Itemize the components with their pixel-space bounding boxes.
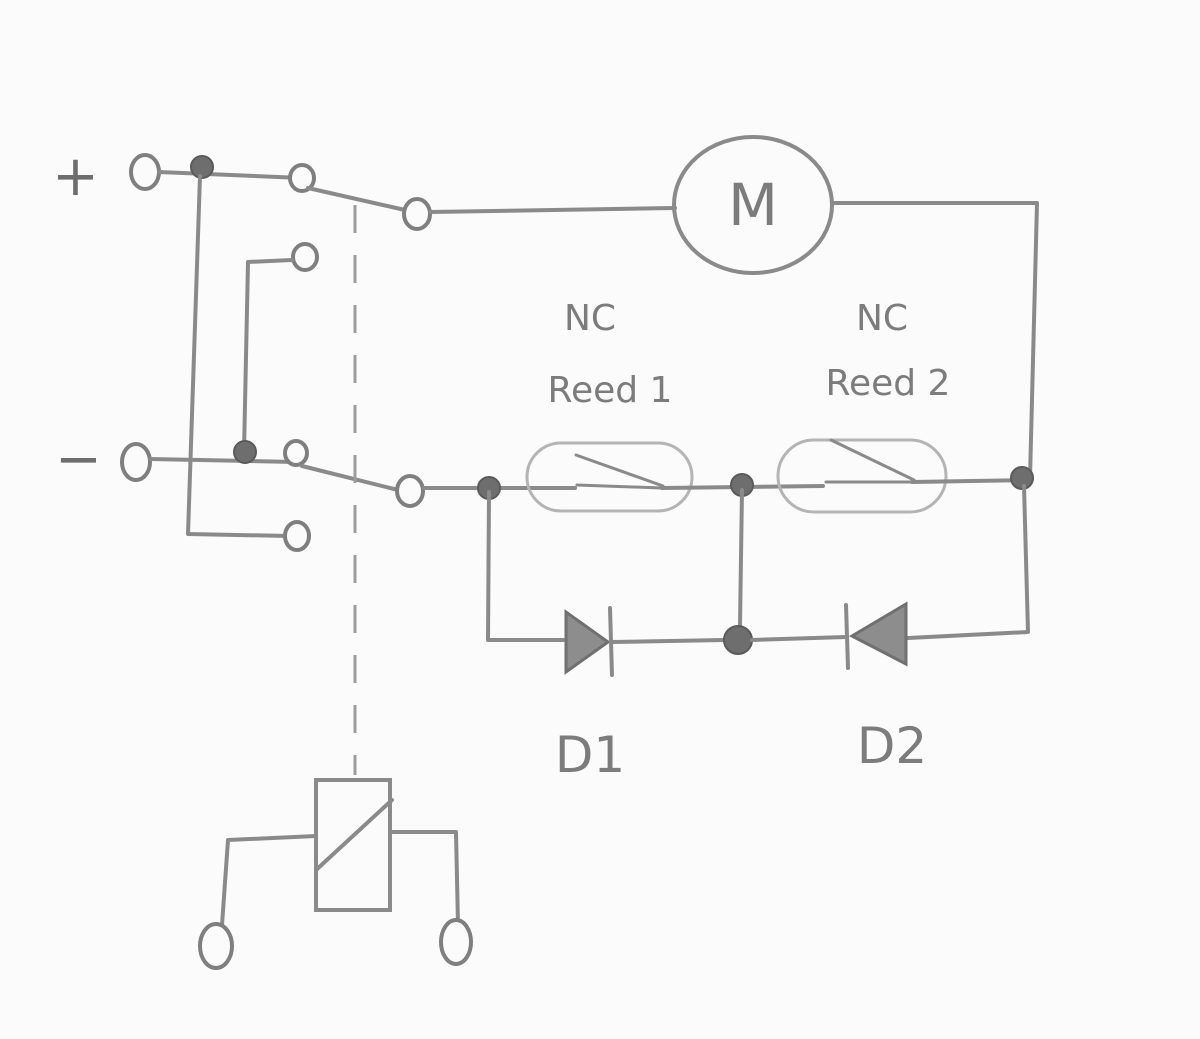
reed2-blade [829, 438, 916, 482]
reed1-name-label: Reed 1 [548, 370, 673, 411]
switch-lower-contact-top [283, 439, 309, 467]
cross-wire-left [186, 174, 292, 538]
diode-wire-mid [738, 488, 744, 627]
diode2-label: D2 [857, 717, 927, 775]
relay-lead-left [220, 834, 318, 927]
relay-terminal-right [439, 918, 473, 966]
reed1-type-label: NC [564, 298, 616, 339]
motor-label: M [728, 171, 778, 239]
reed2-capsule [776, 438, 948, 514]
motor-wire-left [428, 206, 677, 214]
plus-sign-label: + [52, 144, 99, 209]
motor-symbol [672, 135, 834, 275]
switch-lower-common [395, 474, 425, 508]
switch-lower-lever [300, 464, 400, 492]
minus-wire [148, 457, 297, 464]
relay-lead-right [388, 830, 460, 927]
switch-upper-lever [306, 186, 407, 212]
reed2-type-label: NC [856, 298, 908, 339]
diode-wire-left [486, 490, 565, 642]
junction-reed-right [1010, 466, 1034, 490]
diode2-bar [844, 603, 850, 670]
cross-wire-right [242, 258, 294, 454]
plus-wire [157, 170, 304, 180]
switch-upper-contact-top [288, 163, 316, 193]
relay-coil [314, 778, 392, 912]
reed2-name-label: Reed 2 [826, 363, 951, 404]
reed1-blade [574, 453, 665, 488]
junction-plus [190, 155, 214, 179]
diode1-wire-out [610, 638, 727, 644]
relay-terminal-left [198, 922, 234, 970]
diode2-wire-in [750, 635, 848, 642]
switch-upper-common [402, 197, 432, 231]
motor-wire-right [831, 201, 1039, 480]
reed1-capsule [525, 441, 694, 513]
reed1-blade-base [575, 483, 664, 490]
diode1-symbol [564, 609, 611, 675]
diode1-label: D1 [555, 726, 625, 784]
diode-wire-right [906, 484, 1030, 640]
switch-upper-contact-bottom [291, 242, 319, 272]
minus-sign-label: − [55, 427, 102, 492]
junction-minus [233, 440, 257, 464]
junction-diode-mid [723, 625, 753, 655]
switch-lower-contact-bottom [283, 520, 311, 552]
plus-terminal [129, 153, 161, 191]
minus-terminal [120, 442, 152, 482]
diode2-symbol [848, 601, 908, 667]
relay-coil-slash [314, 798, 394, 872]
